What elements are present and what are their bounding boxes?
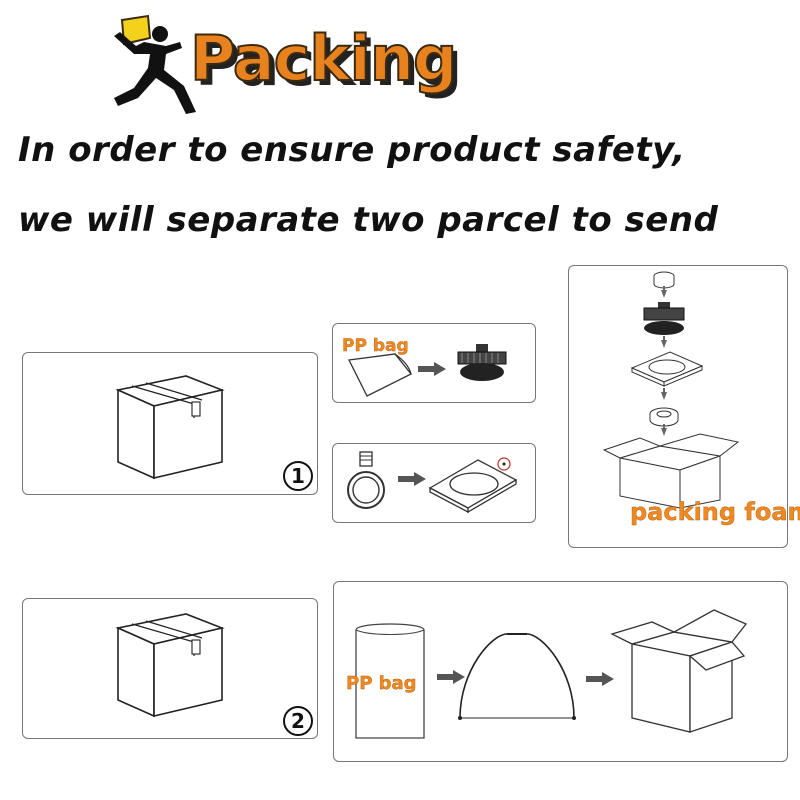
lamp-head-icon xyxy=(457,344,507,381)
running-man-logo-icon xyxy=(114,14,196,114)
pp-bag-icon xyxy=(348,353,413,397)
hanging-ring-icon xyxy=(347,451,385,509)
parcel-2-number-badge: 2 xyxy=(283,706,313,736)
foam-tray-icon xyxy=(428,457,518,514)
headline-line-1: In order to ensure product safety, xyxy=(18,130,686,170)
arrow-right-icon xyxy=(398,472,426,486)
assembly-exploded-diagram xyxy=(602,271,740,509)
arrow-right-icon xyxy=(437,670,465,684)
reflector-shade-icon xyxy=(458,633,576,720)
pp-bag-large-icon xyxy=(355,623,425,739)
arrow-right-icon xyxy=(418,362,446,376)
open-box-icon xyxy=(610,609,748,733)
closed-box-1-icon xyxy=(115,375,225,480)
arrow-right-icon xyxy=(586,672,614,686)
pp-bag-label-top: PP bag xyxy=(342,336,409,356)
headline-line-2: we will separate two parcel to send xyxy=(18,200,719,240)
pp-bag-label-bottom: PP bag xyxy=(346,673,417,694)
closed-box-2-icon xyxy=(115,613,225,718)
brand-title: Packing xyxy=(189,22,458,95)
parcel-1-number-badge: 1 xyxy=(283,461,313,491)
packing-foam-label: packing foam xyxy=(630,498,800,526)
